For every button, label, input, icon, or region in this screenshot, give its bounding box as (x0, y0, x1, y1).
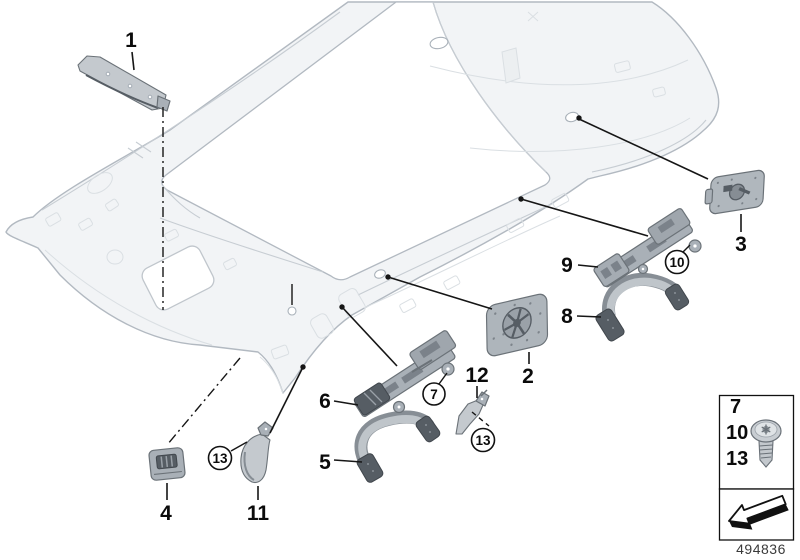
part-11-trim-cover (240, 421, 274, 484)
part-2-mounting-plate (485, 293, 549, 357)
legend-row-10[interactable]: 10 (726, 422, 748, 444)
roof-hole (287, 306, 297, 316)
part-4-clip (148, 447, 186, 481)
callout-part-1[interactable]: 1 (125, 29, 137, 52)
torx-screw-icon (750, 419, 782, 468)
part-6-handle-bracket (353, 330, 457, 417)
circled-callout-13-right-label: 13 (475, 433, 491, 448)
callout-part-4[interactable]: 4 (160, 502, 172, 525)
callout-part-6[interactable]: 6 (319, 390, 331, 413)
roof-hole (374, 269, 386, 279)
legend-row-7[interactable]: 7 (730, 396, 741, 418)
callout-part-3[interactable]: 3 (735, 233, 747, 256)
leader-dots (300, 115, 582, 370)
part-3-mounting-plate (704, 169, 765, 215)
callout-part-8[interactable]: 8 (561, 305, 573, 328)
callout-part-5[interactable]: 5 (319, 451, 331, 474)
roof-hole (565, 111, 579, 123)
callout-part-12[interactable]: 12 (465, 364, 488, 387)
circled-callout-13-left[interactable]: 13 (207, 445, 233, 471)
roof-hole (429, 36, 449, 50)
part-12-bracket (455, 389, 490, 435)
circled-callout-7[interactable]: 7 (422, 382, 446, 406)
circled-callout-7-label: 7 (430, 387, 438, 402)
diagram-number: 494836 (736, 541, 786, 557)
circled-callout-13-right[interactable]: 13 (470, 427, 496, 453)
callout-part-9[interactable]: 9 (561, 254, 573, 277)
circled-callout-10-label: 10 (669, 255, 684, 270)
part-1-trim-strip (77, 55, 171, 112)
roof-structure (5, 1, 720, 394)
fastener-legend: 7 10 13 (718, 394, 795, 541)
leader-lines (131, 51, 742, 500)
part-9-handle-bracket (593, 208, 702, 288)
circled-callout-10[interactable]: 10 (664, 249, 690, 275)
direction-arrow-icon (728, 494, 789, 530)
part-8-grab-handle (595, 272, 690, 342)
circled-callout-13-left-label: 13 (212, 451, 228, 466)
callout-part-2[interactable]: 2 (522, 365, 534, 388)
callout-part-11[interactable]: 11 (247, 502, 270, 525)
legend-row-13[interactable]: 13 (726, 448, 748, 470)
part-5-grab-handle (354, 410, 441, 483)
